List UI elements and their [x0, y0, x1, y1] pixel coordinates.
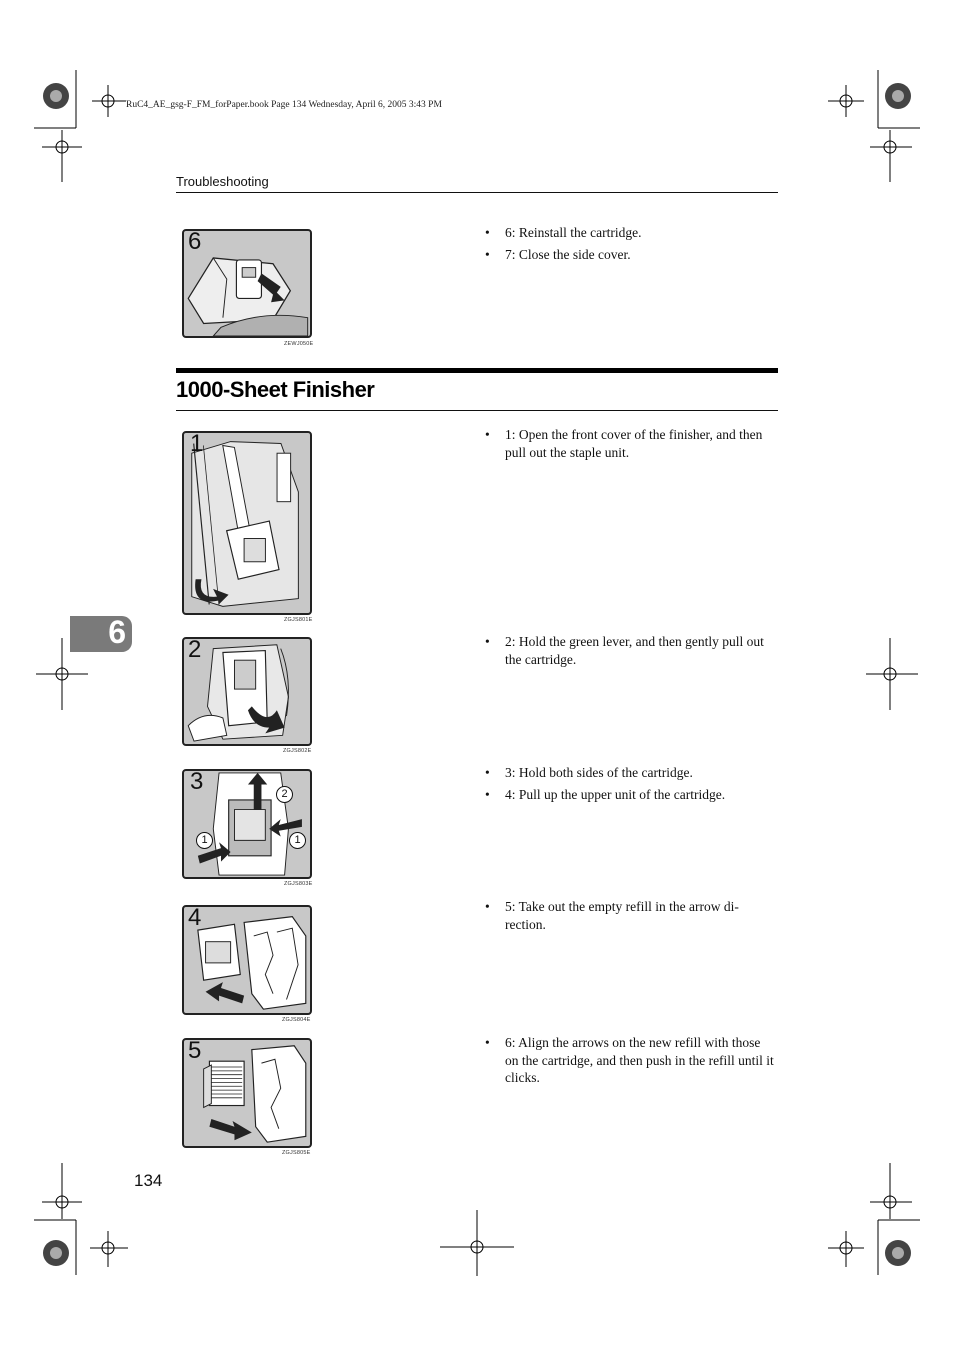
step-figure [182, 1038, 312, 1148]
step-number-3: 3 [190, 768, 204, 795]
step-instructions: 5: Take out the empty refill in the arro… [484, 898, 776, 938]
cartridge-upper-unit-illustration [197, 772, 302, 876]
step-figure [182, 229, 312, 338]
section-rule-top [176, 368, 778, 373]
step-number-2: 2 [188, 636, 202, 663]
figure-code: ZGJS805E [282, 1150, 311, 1156]
step-figure [182, 905, 312, 1015]
callout-label: 1 [294, 834, 301, 846]
instruction-item: 5: Take out the empty refill in the arro… [484, 898, 776, 933]
running-head: Troubleshooting [176, 174, 269, 189]
instruction-item: 3: Hold both sides of the cartridge. [484, 764, 776, 782]
step-number-1: 1 [190, 430, 204, 457]
chapter-tab: 6 [70, 614, 132, 652]
step-number-4: 4 [188, 904, 202, 931]
empty-refill-removal-illustration [197, 916, 307, 1010]
instruction-item: 1: Open the front cover of the finisher,… [484, 426, 776, 461]
crop-mark-top-right [828, 70, 920, 182]
page-number: 134 [134, 1171, 163, 1190]
staple-unit-pullout-illustration [191, 441, 299, 607]
print-header: RuC4_AE_gsg-F_FM_forPaper.book Page 134 … [126, 100, 442, 110]
crop-mark-bottom-left [34, 1163, 128, 1275]
step-instructions: 6: Align the arrows on the new refill wi… [484, 1034, 776, 1091]
step-instructions: 6: Reinstall the cartridge. 7: Close the… [484, 224, 776, 268]
figure-code: ZGJS802E [283, 748, 312, 754]
figure-code: ZEWJ050E [284, 341, 314, 347]
callout-label: 1 [201, 834, 208, 846]
instruction-item: 4: Pull up the upper unit of the cartrid… [484, 786, 776, 804]
step-instructions: 3: Hold both sides of the cartridge. 4: … [484, 764, 776, 808]
step-figure [182, 769, 312, 879]
instruction-item: 6: Align the arrows on the new refill wi… [484, 1034, 776, 1087]
figure-code: ZGJS801E [284, 617, 313, 623]
chapter-tab-number: 6 [108, 614, 126, 650]
figure-code: ZGJS803E [284, 881, 313, 887]
header-rule [176, 192, 778, 193]
callout-1-left: 1 [196, 832, 213, 849]
step-figure [182, 637, 312, 746]
instruction-item: 6: Reinstall the cartridge. [484, 224, 776, 242]
step-number-5: 5 [188, 1037, 202, 1064]
callout-label: 2 [281, 788, 288, 800]
step-instructions: 2: Hold the green lever, and then gently… [484, 633, 776, 673]
crop-mark-top-left [34, 70, 126, 182]
crop-mark-bottom-center [440, 1210, 514, 1276]
step-number-6: 6 [188, 228, 202, 255]
figure-code: ZGJS804E [282, 1017, 311, 1023]
section-title: 1000-Sheet Finisher [176, 377, 375, 402]
crop-mark-mid-left [36, 638, 88, 710]
section-rule-bottom [176, 410, 778, 411]
crop-mark-bottom-right [828, 1163, 920, 1275]
step-figure [182, 431, 312, 615]
callout-1-right: 1 [289, 832, 306, 849]
new-refill-insert-illustration [203, 1045, 307, 1143]
crop-mark-mid-right [866, 638, 918, 710]
instruction-item: 2: Hold the green lever, and then gently… [484, 633, 776, 668]
cartridge-reinstall-illustration [187, 257, 309, 336]
callout-2: 2 [276, 786, 293, 803]
cartridge-pullout-illustration [187, 644, 289, 742]
step-instructions: 1: Open the front cover of the finisher,… [484, 426, 776, 466]
instruction-item: 7: Close the side cover. [484, 246, 776, 264]
